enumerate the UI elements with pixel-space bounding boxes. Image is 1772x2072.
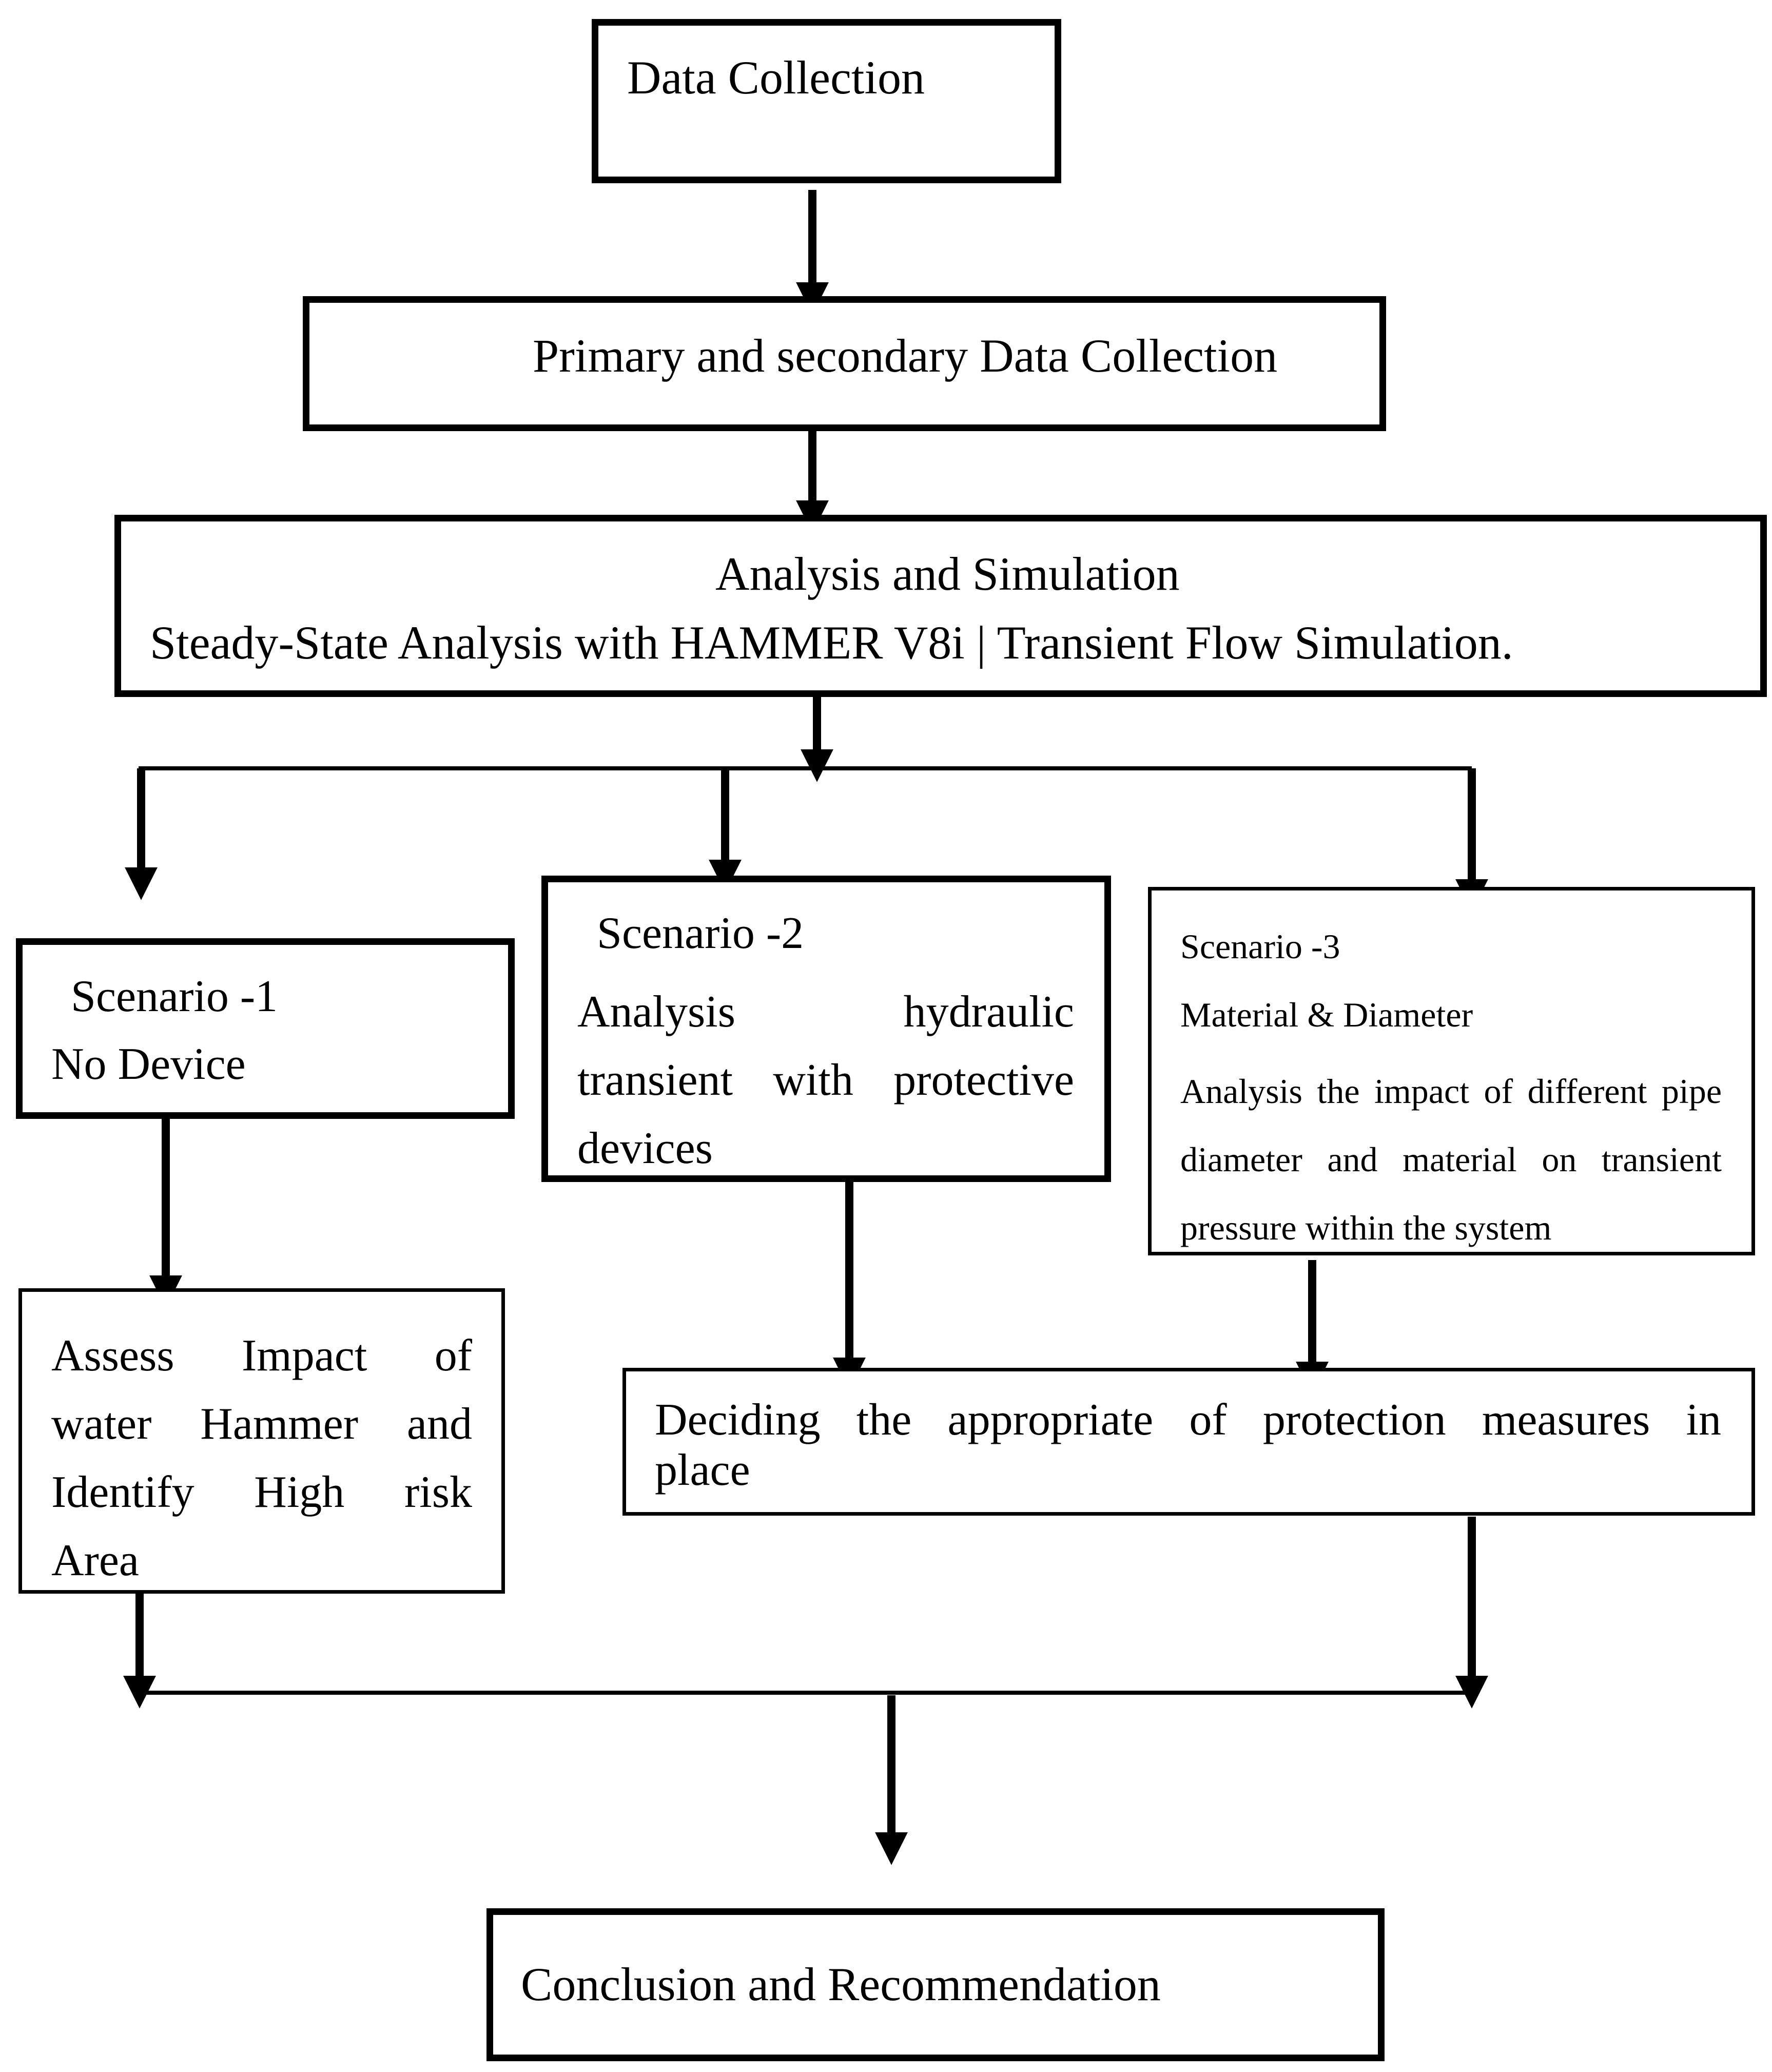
scenario2-body: Analysis hydraulic transient with protec… — [577, 978, 1074, 1183]
assess-body: Assess Impact of water Hammer and Identi… — [51, 1322, 472, 1595]
scenario3-line-3: pressure within the system — [1180, 1208, 1552, 1247]
scenario2-box — [541, 876, 1111, 1182]
scenario3-title: Scenario -3 — [1180, 927, 1340, 966]
deciding-box — [622, 1368, 1755, 1516]
scenario3-body: Analysis the impact of different pipe di… — [1180, 1057, 1722, 1262]
scenario2-line-2: transient with protective — [577, 1055, 1074, 1105]
assess-line-2: water Hammer and — [51, 1399, 472, 1449]
primary-secondary-box — [303, 296, 1386, 431]
deciding-body: Deciding the appropriate of protection m… — [655, 1395, 1721, 1496]
scenario3-box — [1148, 887, 1755, 1255]
scenario2-line-3: devices — [577, 1124, 713, 1173]
analysis-title: Analysis and Simulation — [715, 548, 1180, 600]
scenario1-title: Scenario -1 — [71, 972, 278, 1021]
scenario3-line-1: Analysis the impact of different pipe — [1180, 1072, 1722, 1111]
scenario2-line-1: Analysis hydraulic — [577, 987, 1074, 1037]
assess-line-3: Identify High risk — [51, 1467, 472, 1517]
data-collection-label: Data Collection — [627, 51, 925, 104]
conclusion-box — [486, 1908, 1385, 2061]
assess-box — [18, 1288, 505, 1594]
analysis-subtitle: Steady-State Analysis with HAMMER V8i | … — [150, 616, 1513, 669]
deciding-line-1: Deciding the appropriate of protection m… — [655, 1395, 1721, 1445]
conclusion-label: Conclusion and Recommendation — [521, 1958, 1161, 2010]
scenario3-line-2: diameter and material on transient — [1180, 1140, 1722, 1179]
scenario1-box — [16, 938, 515, 1119]
deciding-line-2: place — [655, 1445, 750, 1495]
data-collection-box — [592, 19, 1061, 183]
analysis-box — [114, 515, 1767, 697]
assess-line-4: Area — [51, 1536, 139, 1585]
scenario3-subtitle: Material & Diameter — [1180, 995, 1473, 1034]
scenario2-title: Scenario -2 — [597, 908, 804, 958]
assess-line-1: Assess Impact of — [51, 1331, 472, 1381]
scenario1-subtitle: No Device — [51, 1039, 246, 1089]
primary-secondary-label: Primary and secondary Data Collection — [533, 330, 1278, 382]
